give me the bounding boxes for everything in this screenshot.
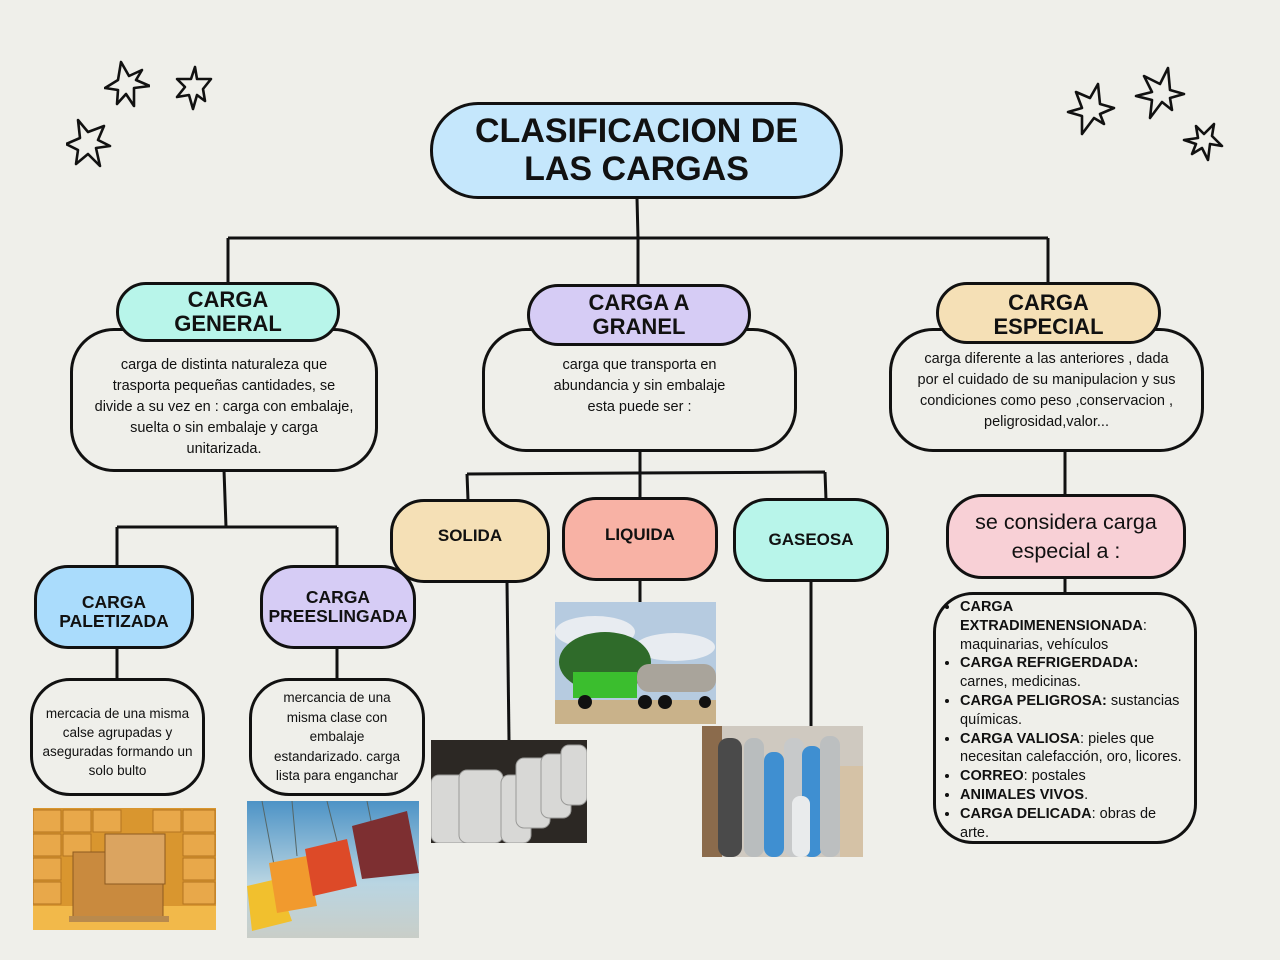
star-icon	[1182, 122, 1224, 162]
especial-node: CARGA ESPECIAL	[936, 282, 1161, 344]
solida-node: SOLIDA	[390, 499, 550, 583]
granel-description: carga que transporta en abundancia y sin…	[553, 357, 726, 415]
granel-node: CARGA A GRANEL	[527, 284, 751, 346]
hanging-containers-photo	[247, 801, 419, 938]
page-title: CLASIFICACION DE LAS CARGAS	[475, 112, 798, 188]
general-node: CARGA GENERAL	[116, 282, 340, 342]
granel-label: CARGA A GRANEL	[588, 289, 690, 339]
general-description: carga de distinta naturaleza que traspor…	[94, 357, 354, 457]
list-item: CARGA DELICADA: obras de arte.	[960, 805, 1186, 843]
list-item: CARGA PELIGROSA: sustancias químicas.	[960, 692, 1186, 730]
liquida-node: LIQUIDA	[562, 497, 718, 581]
connector-general	[115, 469, 339, 566]
connector-root	[226, 197, 1050, 286]
list-item: ANIMALES VIVOS.	[960, 786, 1186, 805]
preeslingada-description-box: mercancia de una misma clase con embalaj…	[249, 678, 425, 796]
preeslingada-label: CARGA PREESLINGADA	[268, 586, 408, 626]
especial-label: CARGA ESPECIAL	[993, 289, 1104, 339]
connector-granel	[465, 452, 828, 501]
especial-description-box: carga diferente a las anteriores , dada …	[889, 328, 1204, 452]
granel-description-box: carga que transporta en abundancia y sin…	[482, 328, 797, 452]
gas-cylinders-photo	[702, 726, 863, 857]
considera-node: se considera carga especial a :	[946, 494, 1186, 579]
list-item: CARGA VALIOSA: pieles que necesitan cale…	[960, 730, 1186, 768]
list-item: CORREO: postales	[960, 767, 1186, 786]
considera-label: se considera carga especial a :	[975, 509, 1157, 563]
solida-label: SOLIDA	[437, 525, 503, 545]
paletizada-description: mercacia de una misma calse agrupadas y …	[42, 706, 193, 778]
general-label: CARGA GENERAL	[174, 286, 282, 336]
grain-sacks-photo	[431, 740, 587, 843]
title-node: CLASIFICACION DE LAS CARGAS	[430, 102, 843, 199]
paletizada-label: CARGA PALETIZADA	[59, 591, 169, 631]
gaseosa-label: GASEOSA	[768, 529, 854, 549]
star-icon	[1134, 66, 1186, 120]
preeslingada-node: CARGA PREESLINGADA	[260, 565, 416, 649]
liquida-label: LIQUIDA	[605, 524, 675, 544]
especial-list: CARGA EXTRADIMENENSIONADA: maquinarias, …	[940, 598, 1186, 841]
gaseosa-node: GASEOSA	[733, 498, 889, 582]
pallet-boxes-photo	[33, 808, 216, 930]
especial-description: carga diferente a las anteriores , dada …	[917, 351, 1176, 430]
general-description-box: carga de distinta naturaleza que traspor…	[70, 328, 378, 472]
tanker-truck-photo	[555, 602, 716, 724]
preeslingada-description: mercancia de una misma clase con embalaj…	[273, 690, 401, 784]
connector-solida	[505, 581, 511, 741]
especial-list-box: CARGA EXTRADIMENENSIONADA: maquinarias, …	[933, 592, 1197, 844]
star-icon	[175, 65, 213, 111]
list-item: CARGA REFRIGERDADA: carnes, medicinas.	[960, 654, 1186, 692]
paletizada-description-box: mercacia de una misma calse agrupadas y …	[30, 678, 205, 796]
star-icon	[66, 118, 112, 168]
star-icon	[104, 60, 150, 108]
list-item: CARGA EXTRADIMENENSIONADA: maquinarias, …	[960, 598, 1186, 654]
paletizada-node: CARGA PALETIZADA	[34, 565, 194, 649]
star-icon	[1066, 82, 1116, 136]
